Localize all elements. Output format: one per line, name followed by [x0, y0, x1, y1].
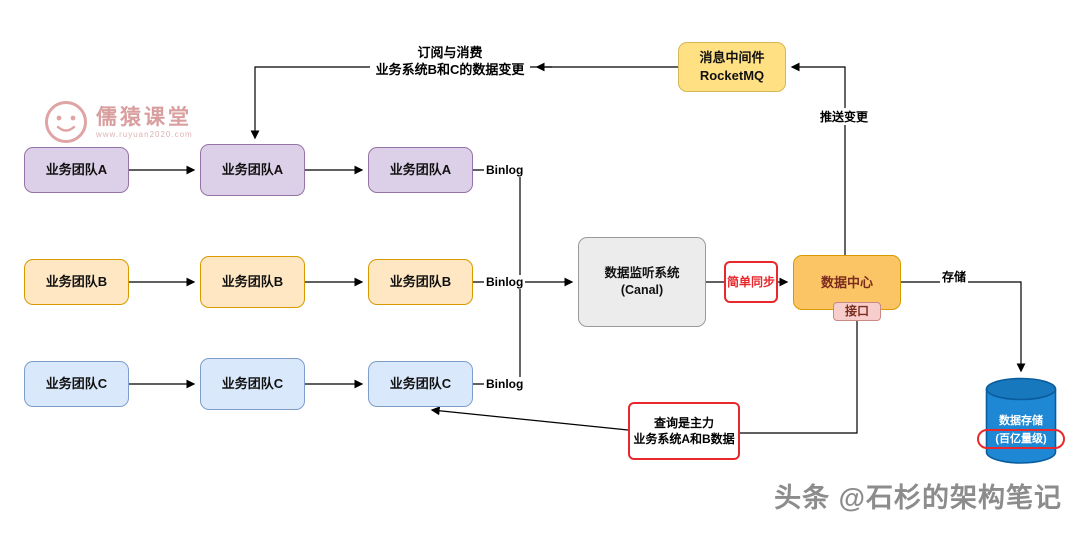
annotation-label: 简单同步: [726, 274, 775, 289]
edge-label-binlog-b: Binlog: [484, 275, 526, 289]
node-interface: 接口: [833, 302, 881, 321]
node-label: 业务团队A: [221, 162, 284, 178]
edge-label-binlog-a: Binlog: [484, 163, 526, 177]
node-team-c-1: 业务团队C: [24, 361, 129, 407]
annotation-sublabel: 业务系统A和B数据: [633, 432, 735, 446]
brand-watermark: 儒猿课堂 www.ruyuan2020.com: [44, 100, 193, 144]
edge-label-binlog-c: Binlog: [484, 377, 526, 391]
node-rocketmq: 消息中间件 RocketMQ: [678, 42, 786, 92]
node-label: 接口: [844, 304, 869, 319]
node-data-center: 数据中心: [793, 255, 901, 310]
node-label: 业务团队B: [45, 274, 108, 290]
node-database: 数据存储 (百亿量级): [977, 377, 1065, 465]
database-cylinder-icon: [985, 377, 1057, 464]
annotation-label: 查询是主力: [653, 415, 714, 430]
subscribe-line2: 业务系统B和C的数据变更: [375, 62, 525, 77]
node-team-b-2: 业务团队B: [200, 256, 305, 308]
node-sublabel: (Canal): [620, 283, 664, 297]
edge-label-subscribe: 订阅与消费 业务系统B和C的数据变更: [370, 44, 530, 78]
brand-logo-icon: [45, 101, 87, 143]
database-name: 数据存储: [999, 415, 1043, 427]
node-team-c-3: 业务团队C: [368, 361, 473, 407]
node-canal: 数据监听系统 (Canal): [578, 237, 706, 327]
node-team-b-1: 业务团队B: [24, 259, 129, 305]
node-label: 业务团队C: [389, 376, 452, 392]
node-team-a-3: 业务团队A: [368, 147, 473, 193]
edge-label-store: 存储: [940, 268, 969, 285]
footer-credit: 头条 @石杉的架构笔记: [774, 483, 1062, 513]
node-team-a-2: 业务团队A: [200, 144, 305, 196]
node-label: 业务团队C: [45, 376, 108, 392]
database-scale-badge: (百亿量级): [977, 429, 1065, 449]
node-label: 业务团队A: [389, 162, 452, 178]
node-label: 消息中间件: [699, 50, 765, 66]
node-label: 业务团队C: [221, 376, 284, 392]
node-team-b-3: 业务团队B: [368, 259, 473, 305]
node-team-c-2: 业务团队C: [200, 358, 305, 410]
brand-url: www.ruyuan2020.com: [96, 129, 193, 139]
database-label: 数据存储 (百亿量级): [975, 414, 1067, 449]
node-label: 业务团队B: [389, 274, 452, 290]
node-team-a-1: 业务团队A: [24, 147, 129, 193]
node-label: 数据中心: [820, 274, 873, 290]
node-sublabel: RocketMQ: [699, 68, 765, 83]
subscribe-line1: 订阅与消费: [417, 45, 483, 60]
node-label: 数据监听系统: [604, 266, 680, 281]
brand-name: 儒猿课堂: [96, 105, 192, 129]
node-label: 业务团队A: [45, 162, 108, 178]
annotation-simple-sync: 简单同步: [724, 261, 778, 303]
edge-label-push: 推送变更: [818, 108, 871, 125]
annotation-query-note: 查询是主力 业务系统A和B数据: [628, 402, 740, 460]
node-label: 业务团队B: [221, 274, 284, 290]
